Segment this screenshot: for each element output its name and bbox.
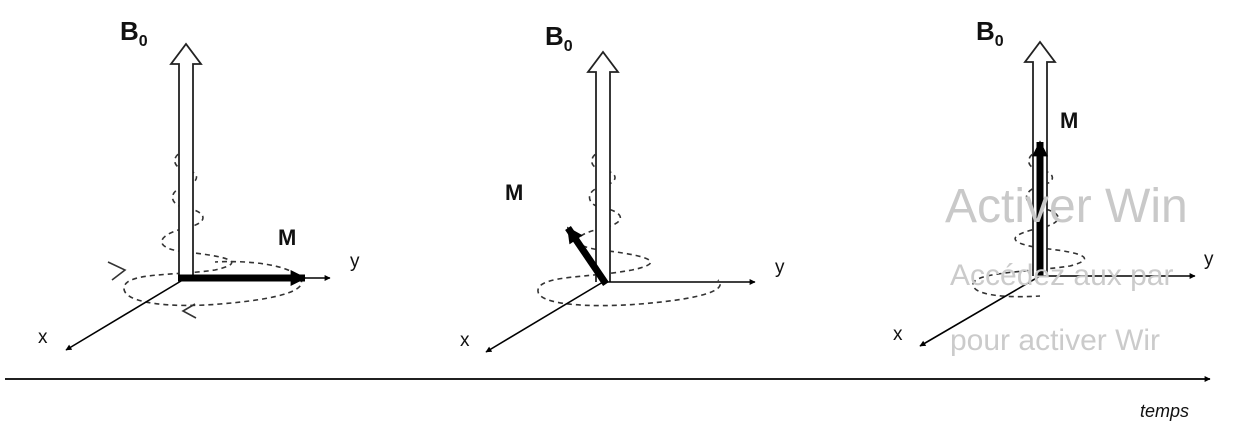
x-axis-label: x <box>893 324 903 345</box>
b0-arrow <box>169 42 203 278</box>
x-axis <box>485 281 604 353</box>
b0-arrow <box>586 50 620 282</box>
b0-label: B0 <box>976 16 1004 50</box>
x-axis <box>65 277 187 351</box>
m-vector <box>565 226 609 286</box>
x-axis-label: x <box>38 327 48 348</box>
precession-spiral <box>972 149 1086 298</box>
precession-spiral <box>123 149 303 307</box>
m-label: M <box>1060 108 1078 133</box>
windows-activation-watermark: Activer Win Accédez aux par pour activer… <box>945 180 1188 357</box>
b0-label: B0 <box>545 21 573 55</box>
panel-relaxing: B0 M y x <box>460 21 785 353</box>
rotation-arrowhead <box>107 261 127 281</box>
rotation-arrowhead <box>181 303 197 319</box>
panel-longitudinal: B0 M y x <box>893 16 1214 347</box>
y-axis-label: y <box>1204 249 1214 270</box>
panel-transverse: B0 M y x <box>38 16 360 351</box>
y-axis-label: y <box>350 251 360 272</box>
time-axis-label: temps <box>1140 401 1189 421</box>
x-axis <box>919 275 1041 347</box>
watermark-line-1: Activer Win <box>945 180 1188 233</box>
watermark-line-3: pour activer Wir <box>950 324 1160 357</box>
watermark-line-2: Accédez aux par <box>950 259 1173 292</box>
b0-label: B0 <box>120 16 148 50</box>
precession-spiral <box>537 149 721 307</box>
y-axis-label: y <box>775 257 785 278</box>
m-label: M <box>278 225 296 250</box>
x-axis-label: x <box>460 330 470 351</box>
m-label: M <box>505 180 523 205</box>
